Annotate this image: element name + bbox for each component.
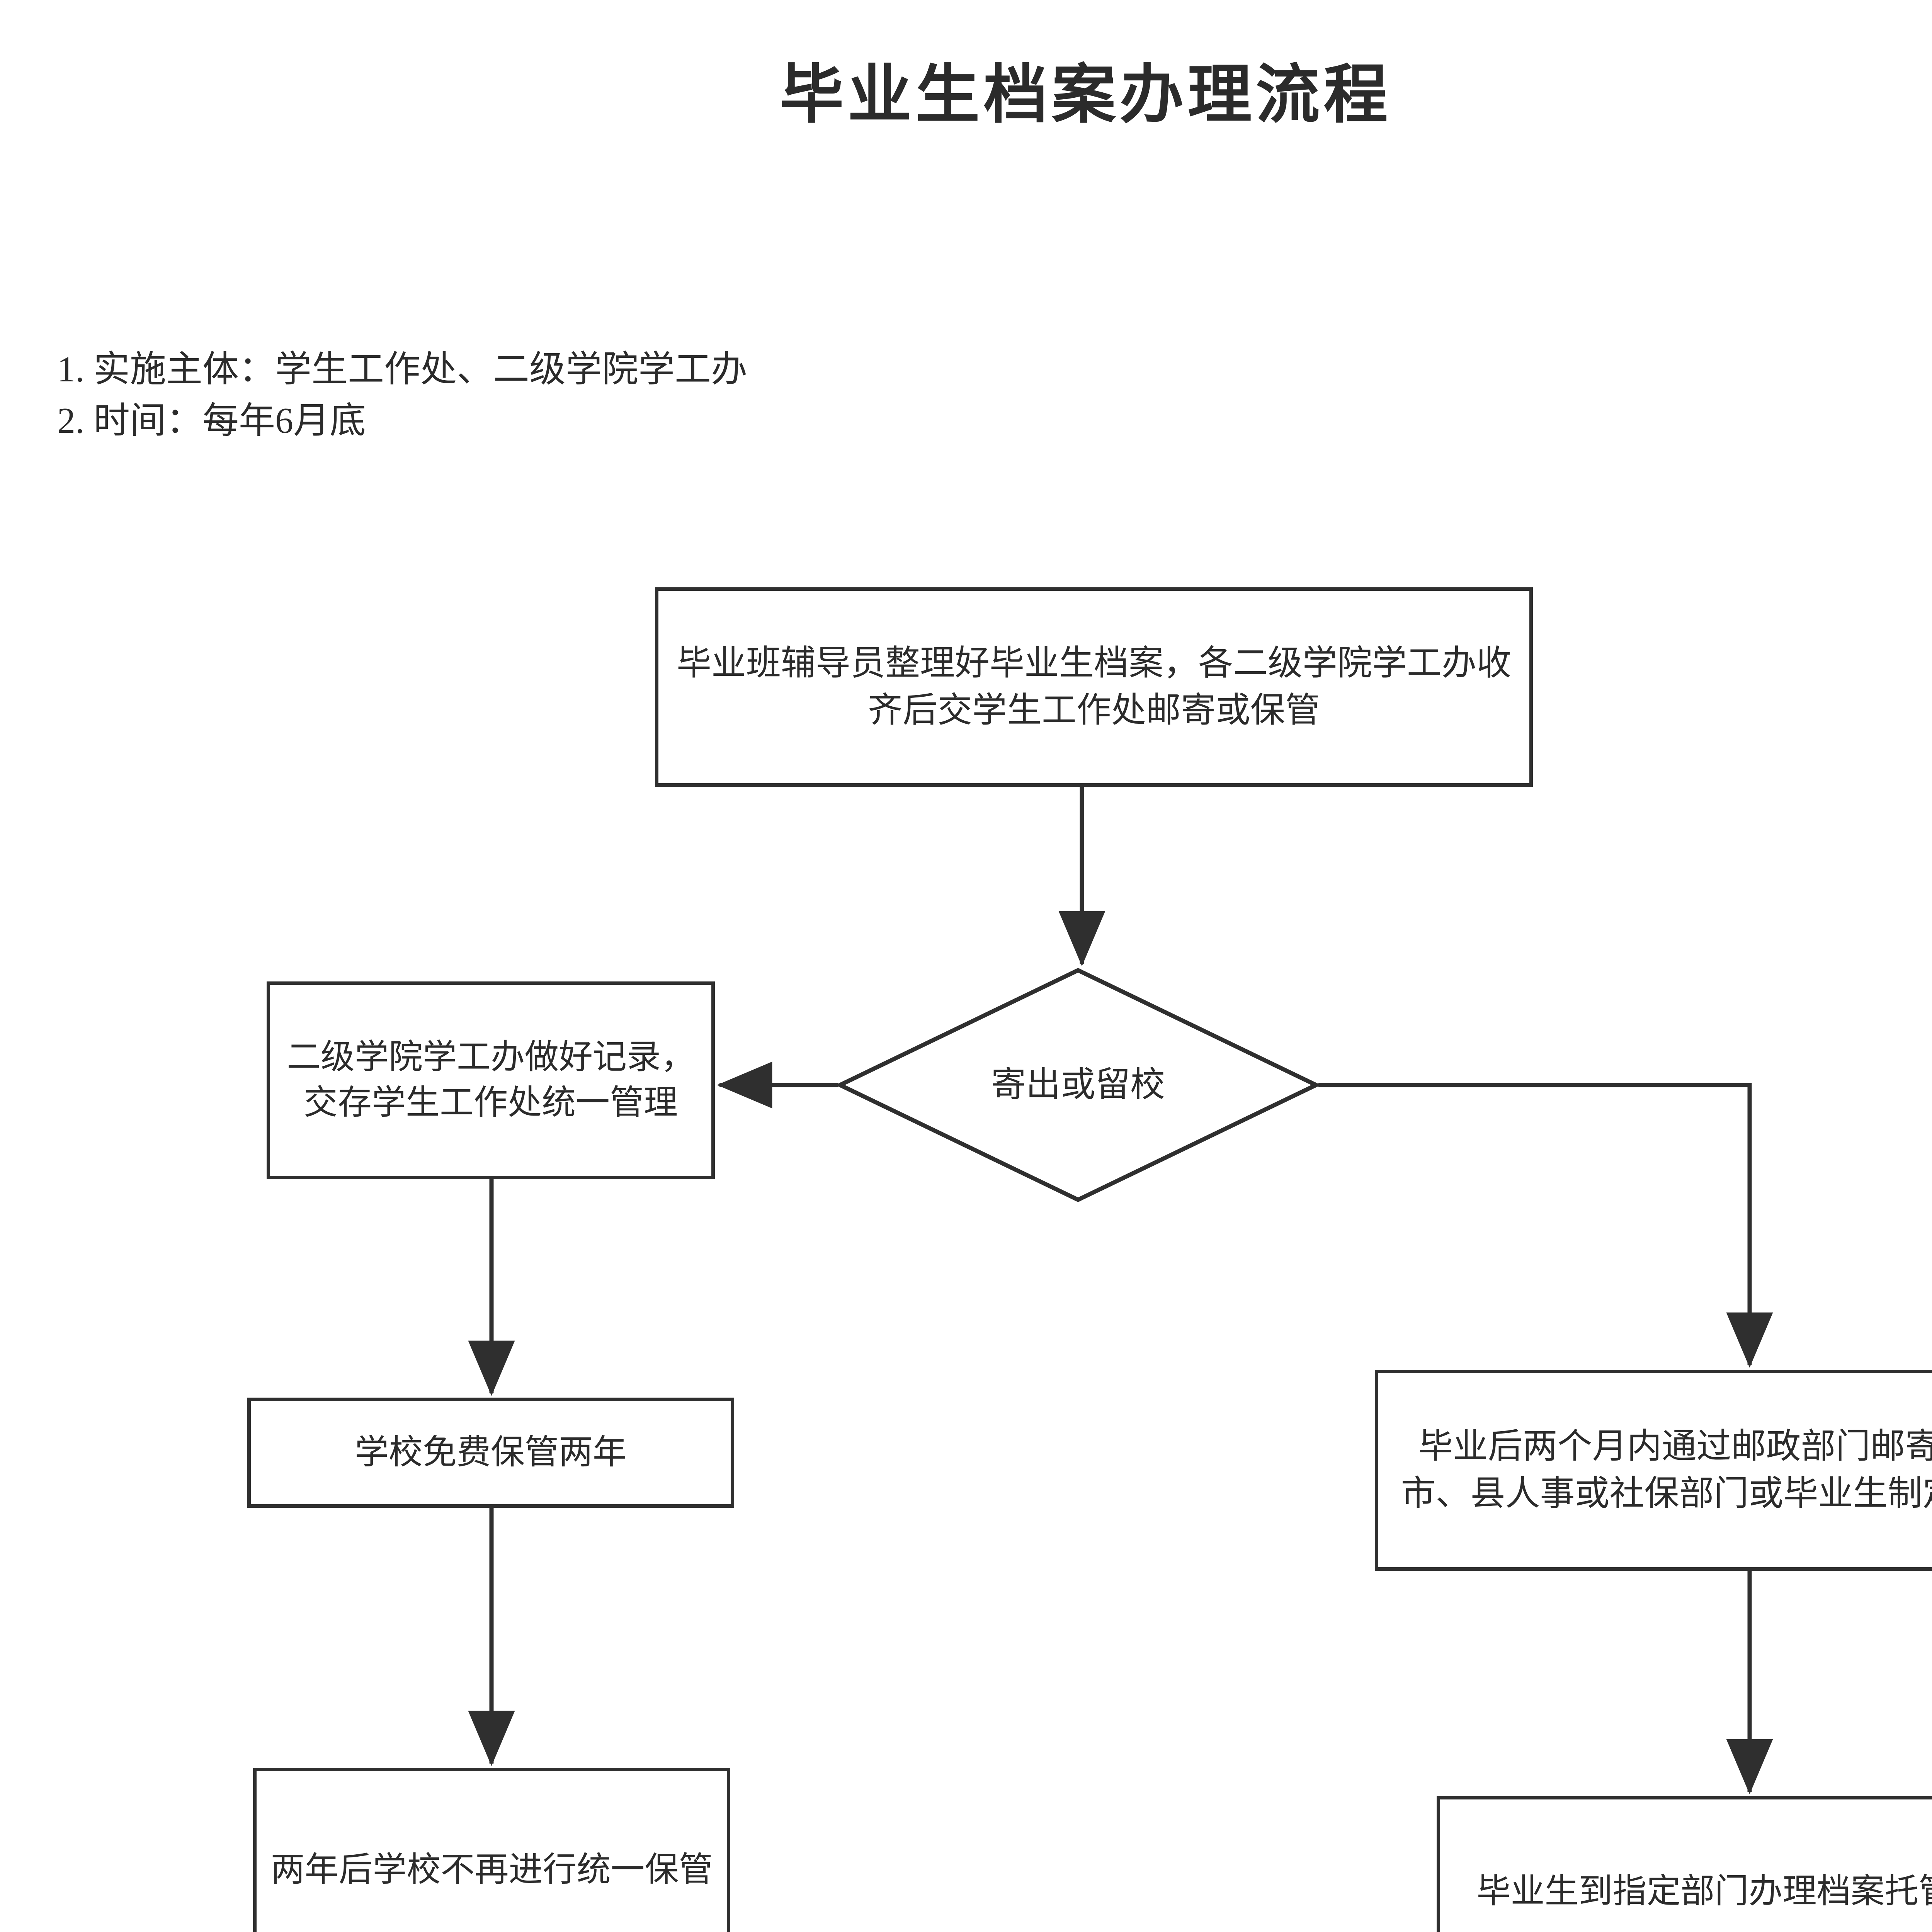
process-node-college-record[interactable]: 二级学院学工办做好记录，交存学生工作处统一管理	[267, 981, 715, 1179]
node-label: 毕业班辅导员整理好毕业生档案，各二级学院学工办收齐后交学生工作处邮寄或保管	[677, 644, 1511, 730]
page-title: 毕业生档案办理流程	[779, 59, 1392, 131]
note-line-time: 2. 时间：每年6月底	[57, 401, 366, 441]
node-label: 两年后学校不再进行统一保管	[270, 1851, 713, 1889]
node-label: 毕业后两个月内通过邮政部门邮寄回生源地市、县人事或社保部门或毕业生制定接收单位	[1401, 1427, 1932, 1513]
node-label: 毕业生到指定部门办理档案托管手续	[1476, 1872, 1932, 1910]
process-node-mail-to-hometown[interactable]: 毕业后两个月内通过邮政部门邮寄回生源地市、县人事或社保部门或毕业生制定接收单位	[1375, 1370, 1932, 1571]
intro-notes: 1. 实施主体：学生工作处、二级学院学工办 2. 时间：每年6月底	[57, 344, 747, 447]
process-node-collect-archives[interactable]: 毕业班辅导员整理好毕业生档案，各二级学院学工办收齐后交学生工作处邮寄或保管	[655, 587, 1533, 787]
decision-node-mail-or-keep[interactable]: 寄出或留校	[835, 968, 1321, 1202]
diamond-shape	[835, 968, 1321, 1202]
edge-decision-to-mailhome	[1318, 1083, 1773, 1368]
note-line-subject: 1. 实施主体：学生工作处、二级学院学工办	[57, 349, 748, 389]
process-node-free-storage-two-years[interactable]: 学校免费保管两年	[247, 1398, 734, 1508]
process-node-no-storage-after-two-years[interactable]: 两年后学校不再进行统一保管	[253, 1768, 730, 1932]
node-label: 二级学院学工办做好记录，交存学生工作处统一管理	[286, 1039, 695, 1122]
node-label: 学校免费保管两年	[354, 1434, 627, 1471]
process-node-archive-handover[interactable]: 毕业生到指定部门办理档案托管手续	[1437, 1796, 1932, 1932]
